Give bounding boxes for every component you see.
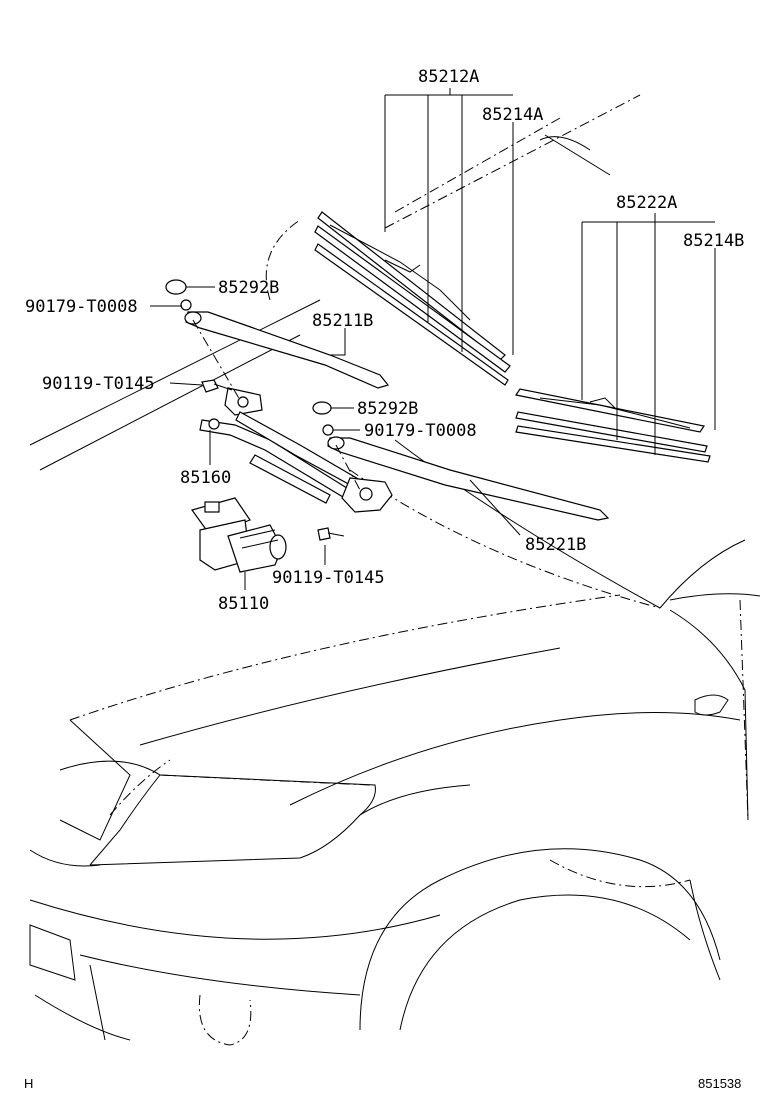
label-85211B: 85211B bbox=[312, 311, 373, 331]
label-85214B: 85214B bbox=[683, 231, 744, 251]
label-90179-T0008-upper: 90179-T0008 bbox=[25, 297, 138, 317]
label-85110: 85110 bbox=[218, 594, 269, 614]
bolts bbox=[201, 379, 345, 541]
footer-left-code: H bbox=[24, 1076, 33, 1091]
label-90119-T0145-upper: 90119-T0145 bbox=[42, 374, 155, 394]
label-90119-T0145-lower: 90119-T0145 bbox=[272, 568, 385, 588]
vehicle-body-outline bbox=[29, 94, 760, 1046]
label-90179-T0008-lower: 90179-T0008 bbox=[364, 421, 477, 441]
label-85160: 85160 bbox=[180, 468, 231, 488]
footer-figure-number: 851538 bbox=[698, 1076, 741, 1091]
wiper-blade-85212A bbox=[314, 211, 511, 386]
wiper-motor-85110 bbox=[191, 497, 287, 573]
label-85292B-lower: 85292B bbox=[357, 399, 418, 419]
label-85292B-upper: 85292B bbox=[218, 278, 279, 298]
label-85214A: 85214A bbox=[482, 105, 543, 125]
leader-lines bbox=[150, 88, 716, 590]
label-85212A: 85212A bbox=[418, 67, 479, 87]
part-labels: 85212A 85214A 85222A 85214B 85292B 90179… bbox=[25, 67, 744, 614]
wiper-link-85160 bbox=[192, 319, 393, 513]
label-85222A: 85222A bbox=[616, 193, 677, 213]
label-85221B: 85221B bbox=[525, 535, 586, 555]
wiper-blade-85222A bbox=[515, 388, 711, 463]
wiper-arm-85221B bbox=[327, 436, 610, 521]
wiper-arm-85211B bbox=[184, 311, 390, 389]
caps-and-nuts bbox=[165, 279, 334, 436]
